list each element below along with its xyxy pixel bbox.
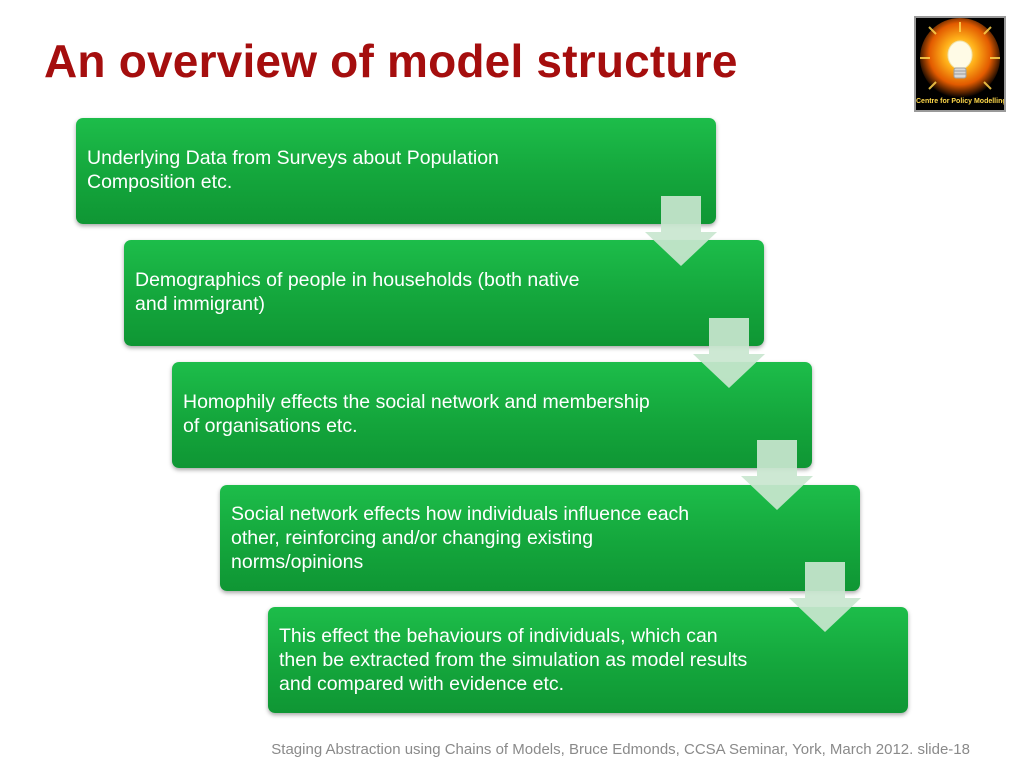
slide-footer: Staging Abstraction using Chains of Mode… (271, 741, 970, 758)
flow-step-text: Social network effects how individuals i… (231, 503, 690, 573)
down-arrow-icon (741, 440, 813, 510)
flow-step-5: This effect the behaviours of individual… (268, 607, 908, 713)
down-arrow-icon (789, 562, 861, 632)
down-arrow-icon (693, 318, 765, 388)
cpm-logo: Centre for Policy Modelling (914, 16, 1006, 112)
flow-step-text: Demographics of people in households (bo… (135, 269, 580, 315)
down-arrow-icon (645, 196, 717, 266)
flow-step-4: Social network effects how individuals i… (220, 485, 860, 591)
lightbulb-icon (916, 18, 1004, 110)
flow-step-text: This effect the behaviours of individual… (279, 625, 748, 695)
slide-title: An overview of model structure (44, 35, 738, 87)
flow-step-3: Homophily effects the social network and… (172, 362, 812, 468)
flow-step-2: Demographics of people in households (bo… (124, 240, 764, 346)
flow-step-text: Underlying Data from Surveys about Popul… (87, 147, 499, 193)
flow-step-1: Underlying Data from Surveys about Popul… (76, 118, 716, 224)
logo-caption: Centre for Policy Modelling (916, 98, 1006, 105)
flow-step-text: Homophily effects the social network and… (183, 391, 650, 437)
